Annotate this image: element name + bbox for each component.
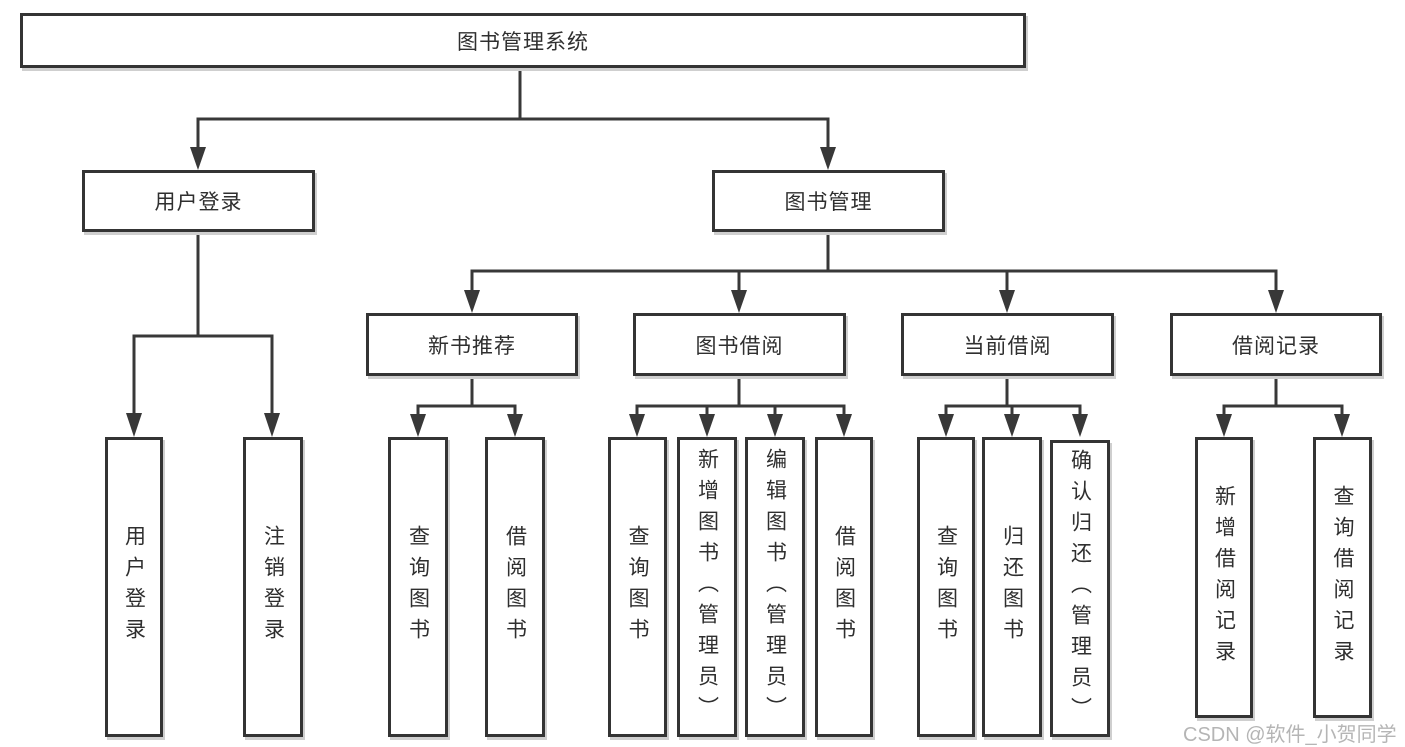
leaf-bb-add-book: 新增图书（管理员） bbox=[677, 437, 737, 737]
leaf-bb-query-book: 查询图书 bbox=[608, 437, 667, 737]
leaf-br-query-record-label: 查询借阅记录 bbox=[1331, 484, 1354, 671]
leaf-bb-query-book-label: 查询图书 bbox=[626, 525, 649, 649]
leaf-bb-add-book-label: 新增图书（管理员） bbox=[695, 447, 719, 727]
csdn-watermark: CSDN @软件_小贺同学 bbox=[1183, 724, 1397, 746]
leaf-user-login: 用户登录 bbox=[105, 437, 163, 737]
leaf-bb-edit-book-label: 编辑图书（管理员） bbox=[763, 447, 787, 727]
node-current-borrowing-label: 当前借阅 bbox=[963, 334, 1052, 358]
leaf-br-add-record: 新增借阅记录 bbox=[1195, 437, 1253, 718]
leaf-bb-edit-book: 编辑图书（管理员） bbox=[745, 437, 805, 737]
leaf-nbr-borrow-book-label: 借阅图书 bbox=[503, 525, 527, 649]
leaf-nbr-query-book-label: 查询图书 bbox=[406, 525, 430, 649]
node-library-system: 图书管理系统 bbox=[20, 13, 1026, 68]
node-new-book-recommend-label: 新书推荐 bbox=[428, 334, 516, 358]
node-library-system-label: 图书管理系统 bbox=[457, 30, 589, 54]
node-borrowing-records: 借阅记录 bbox=[1170, 313, 1382, 376]
leaf-nbr-query-book: 查询图书 bbox=[388, 437, 448, 737]
node-current-borrowing: 当前借阅 bbox=[901, 313, 1114, 376]
node-book-borrowing: 图书借阅 bbox=[633, 313, 846, 376]
leaf-cb-return-book: 归还图书 bbox=[982, 437, 1042, 737]
leaf-user-login-label: 用户登录 bbox=[122, 525, 146, 649]
node-book-borrowing-label: 图书借阅 bbox=[695, 334, 784, 358]
leaf-bb-borrow-book-label: 借阅图书 bbox=[832, 525, 856, 649]
leaf-cb-query-book: 查询图书 bbox=[917, 437, 975, 737]
leaf-bb-borrow-book: 借阅图书 bbox=[815, 437, 873, 737]
leaf-logout-label: 注销登录 bbox=[261, 525, 285, 649]
node-user-login: 用户登录 bbox=[82, 170, 315, 232]
leaf-logout: 注销登录 bbox=[243, 437, 303, 737]
node-new-book-recommend: 新书推荐 bbox=[366, 313, 578, 376]
leaf-cb-query-book-label: 查询图书 bbox=[934, 525, 958, 649]
node-book-management-label: 图书管理 bbox=[784, 191, 873, 214]
leaf-br-add-record-label: 新增借阅记录 bbox=[1212, 484, 1236, 671]
node-book-management: 图书管理 bbox=[712, 170, 945, 232]
leaf-cb-confirm-return-label: 确认归还（管理员） bbox=[1068, 449, 1092, 728]
leaf-nbr-borrow-book: 借阅图书 bbox=[485, 437, 545, 737]
node-borrowing-records-label: 借阅记录 bbox=[1232, 334, 1320, 358]
leaf-cb-return-book-label: 归还图书 bbox=[1000, 525, 1024, 649]
leaf-br-query-record: 查询借阅记录 bbox=[1313, 437, 1372, 718]
node-user-login-label: 用户登录 bbox=[154, 191, 243, 214]
leaf-cb-confirm-return: 确认归还（管理员） bbox=[1050, 440, 1110, 737]
